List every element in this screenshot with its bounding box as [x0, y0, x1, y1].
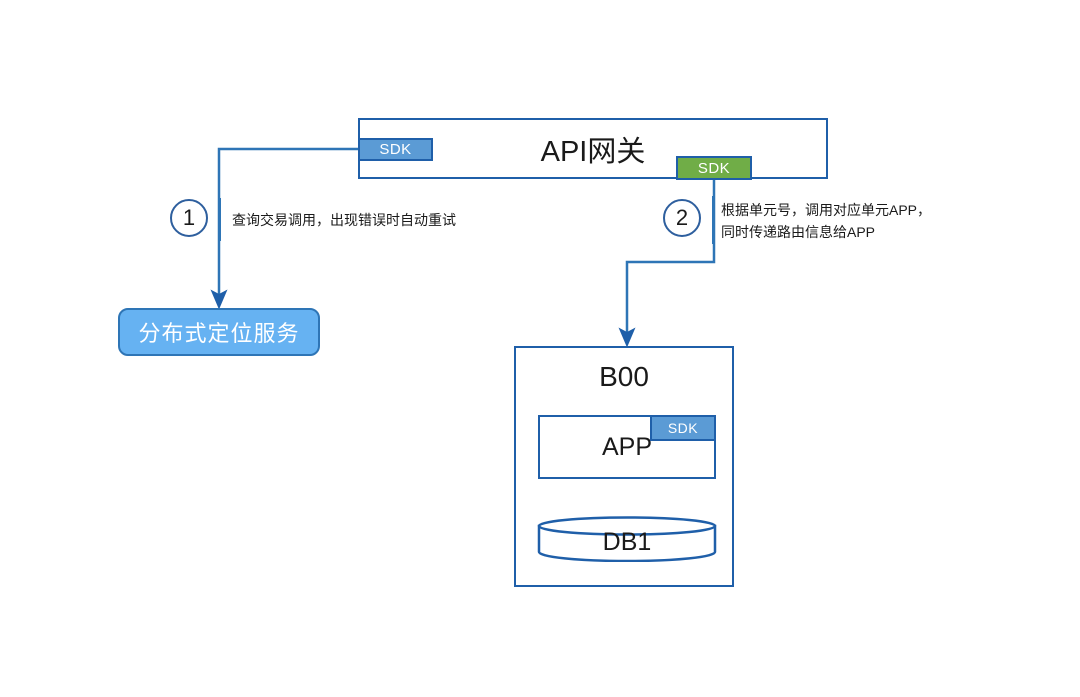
gateway-sdk-chip-right[interactable]: SDK [676, 156, 752, 180]
database-cylinder[interactable] [537, 516, 717, 562]
step-1-description: 查询交易调用，出现错误时自动重试 [232, 212, 456, 228]
unit-b00-title: B00 [599, 361, 649, 392]
step-1-marker: 1 [170, 199, 208, 237]
database-label: DB1 [602, 527, 652, 556]
gateway-sdk-chip-left[interactable]: SDK [358, 138, 433, 161]
distributed-locate-service-box[interactable]: 分布式定位服务 [118, 308, 320, 356]
api-gateway-title: API网关 [540, 135, 646, 168]
app-label: APP [601, 432, 653, 461]
app-sdk-chip[interactable]: SDK [650, 415, 716, 441]
step-2-marker: 2 [663, 199, 701, 237]
step-2-divider [712, 196, 714, 244]
step-2-description: 根据单元号，调用对应单元APP， 同时传递路由信息给APP [721, 202, 932, 240]
step-1-divider [219, 198, 221, 241]
